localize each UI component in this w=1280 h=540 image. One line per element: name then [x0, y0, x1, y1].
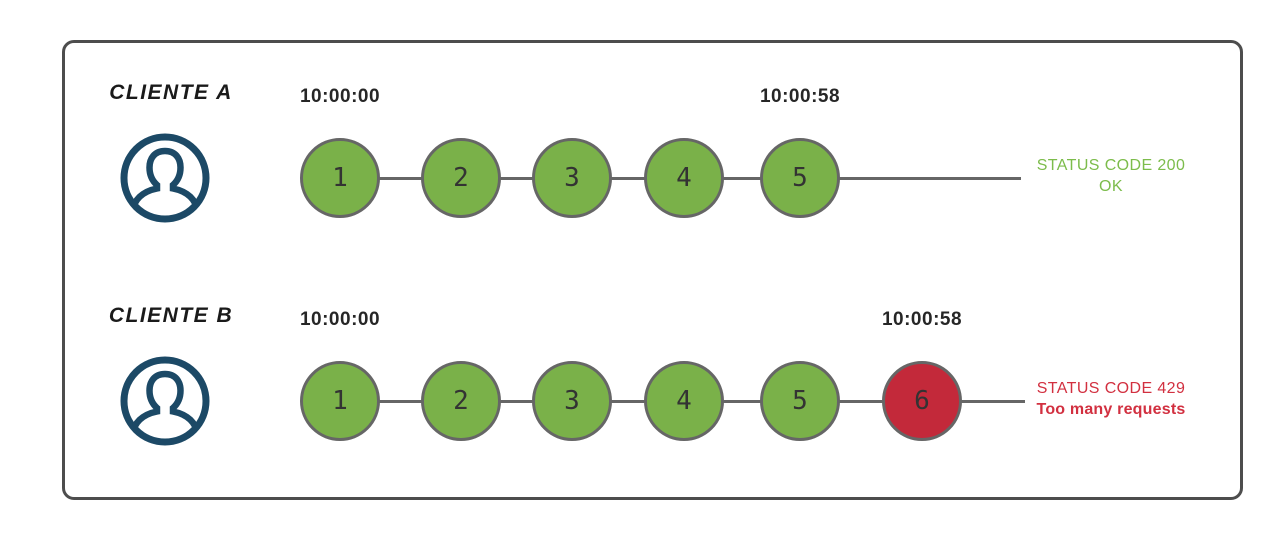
request-number: 3: [564, 386, 580, 416]
user-avatar-svg: [120, 133, 210, 223]
request-circle-ok: 2: [421, 138, 501, 218]
user-avatar-icon: [117, 353, 213, 449]
client-label: CLIENTE A: [109, 81, 233, 104]
start-timestamp: 10:00:00: [299, 309, 381, 330]
request-number: 1: [332, 163, 348, 193]
request-number: 4: [676, 386, 692, 416]
request-number: 1: [332, 386, 348, 416]
end-timestamp: 10:00:58: [759, 86, 841, 107]
user-avatar-icon: [117, 130, 213, 226]
request-number: 5: [792, 163, 808, 193]
status-message-line: OK: [1099, 178, 1123, 195]
diagram-frame: [62, 40, 1243, 500]
request-circle-ok: 1: [300, 361, 380, 441]
client-label: CLIENTE B: [108, 304, 234, 327]
request-number: 6: [914, 386, 930, 416]
status-message-line: Too many requests: [1036, 401, 1186, 418]
request-number: 2: [453, 386, 469, 416]
status-code-line: STATUS CODE 429: [1036, 380, 1186, 397]
request-number: 3: [564, 163, 580, 193]
request-circle-ok: 4: [644, 361, 724, 441]
request-circle-ok: 2: [421, 361, 501, 441]
request-number: 4: [676, 163, 692, 193]
request-number: 2: [453, 163, 469, 193]
start-timestamp: 10:00:00: [299, 86, 381, 107]
request-circle-ok: 4: [644, 138, 724, 218]
request-circle-ok: 1: [300, 138, 380, 218]
request-circle-ok: 3: [532, 361, 612, 441]
request-circle-ok: 5: [760, 361, 840, 441]
user-avatar-svg: [120, 356, 210, 446]
end-timestamp: 10:00:58: [881, 309, 963, 330]
request-circle-limited: 6: [882, 361, 962, 441]
request-circle-ok: 3: [532, 138, 612, 218]
status-code-line: STATUS CODE 200: [1036, 157, 1186, 174]
request-circle-ok: 5: [760, 138, 840, 218]
request-number: 5: [792, 386, 808, 416]
